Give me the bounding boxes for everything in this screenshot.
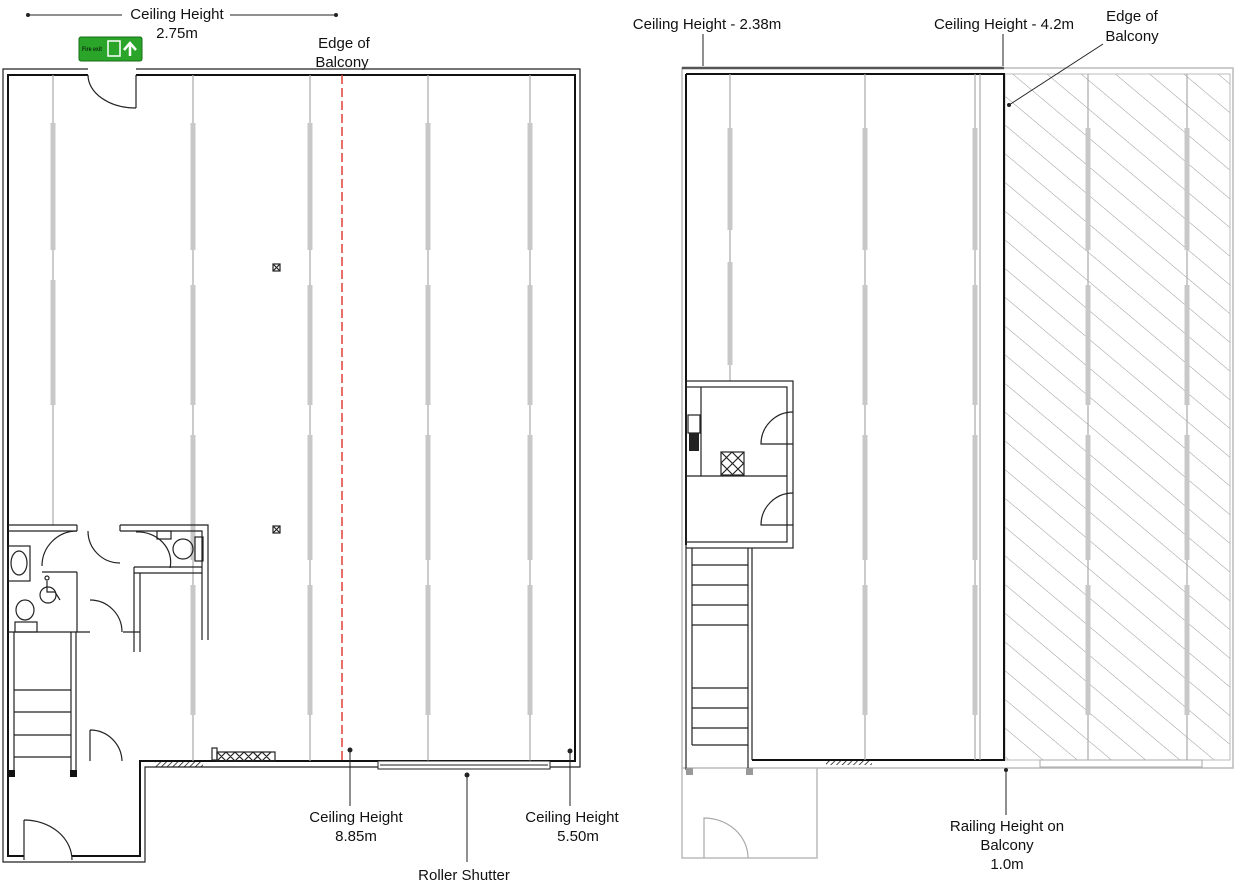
railing-height-label: Railing Height on: [950, 818, 1064, 835]
inner-wall: [7, 74, 576, 857]
vent: [155, 762, 203, 767]
ceiling-height-value: 5.50m: [557, 828, 599, 845]
balcony-edge-label: Balcony: [315, 54, 369, 71]
ceiling-height-value: 8.85m: [335, 828, 377, 845]
fire-exit-sign-icon: Fire exit: [78, 36, 143, 62]
accessible-icon: [39, 575, 61, 604]
mezzanine-wall: [685, 73, 1005, 761]
fire-exit-sign-text: Fire exit: [82, 47, 102, 53]
mezzanine-floor-plan: Ceiling Height - 2.38m Ceiling Height - …: [633, 8, 1234, 873]
column-marker: [272, 263, 281, 272]
light-fixtures: [727, 128, 1190, 715]
railing-height-label: Balcony: [980, 837, 1034, 854]
ceiling-height-value: 2.75m: [156, 25, 198, 42]
radiator: [211, 747, 276, 762]
door: [87, 68, 137, 109]
roller-shutter-label: Roller Shutter: [418, 867, 510, 884]
balcony-edge-label: Edge of: [318, 35, 371, 52]
railing-height-value: 1.0m: [990, 856, 1023, 873]
staircase: [8, 632, 77, 777]
balcony-void-hatch: [1004, 73, 1231, 761]
ground-floor-plan: Fire exit: [2, 6, 620, 884]
column-marker: [272, 525, 281, 534]
ceiling-height-label: Ceiling Height - 4.2m: [934, 16, 1074, 33]
light-fixtures: [50, 123, 533, 715]
staircase: [685, 548, 753, 775]
entrance-below: [681, 768, 818, 859]
roller-shutter: [377, 760, 551, 770]
outer-wall: [2, 68, 581, 863]
ceiling-height-label: Ceiling Height: [309, 809, 403, 826]
ceiling-height-label: Ceiling Height: [130, 6, 224, 23]
balcony-edge-label: Edge of: [1106, 8, 1159, 25]
door: [89, 729, 123, 762]
kitchen-room: [685, 380, 794, 549]
roller-shutter: [1039, 759, 1203, 768]
ceiling-height-label: Ceiling Height: [525, 809, 619, 826]
balcony-edge-label: Balcony: [1105, 28, 1159, 45]
ceiling-height-label: Ceiling Height - 2.38m: [633, 16, 781, 33]
vent: [826, 760, 872, 765]
toilets: [7, 524, 209, 652]
door: [23, 819, 73, 861]
ceiling-grid-lines: [52, 75, 531, 761]
